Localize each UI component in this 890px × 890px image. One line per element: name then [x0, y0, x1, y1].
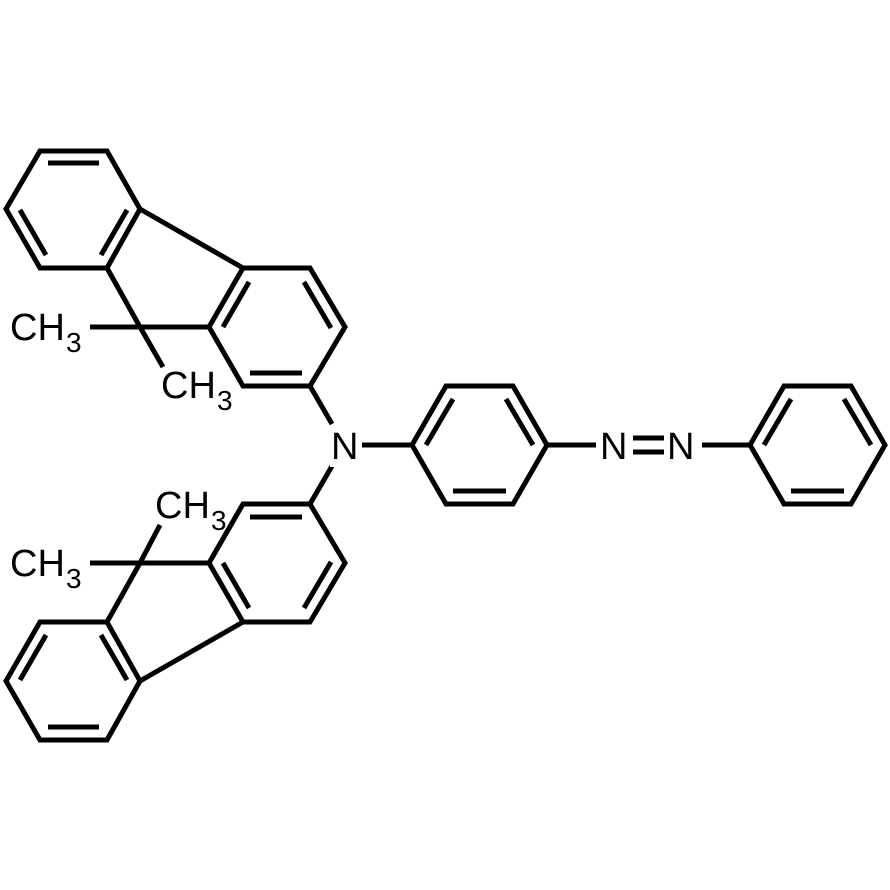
svg-text:CH: CH: [10, 543, 65, 585]
top-right-benzene-ring: [206, 265, 348, 389]
methyl-label-bottom-left: CH 3: [10, 543, 82, 594]
top-fluorene: [3, 148, 348, 389]
svg-text:3: 3: [211, 505, 227, 536]
svg-text:3: 3: [217, 385, 233, 416]
svg-text:CH: CH: [10, 307, 65, 349]
amine-nitrogen-label: N: [331, 426, 358, 468]
central-phenylene-ring: [409, 383, 550, 507]
svg-text:CH: CH: [155, 485, 210, 527]
svg-text:CH: CH: [161, 365, 216, 407]
bottom-left-benzene-ring: [3, 619, 143, 743]
methyl-label-top-lower: CH 3: [161, 365, 233, 416]
bottom-right-benzene-ring: [206, 501, 348, 625]
methyl-label-top-left: CH 3: [10, 307, 82, 358]
methyl-label-bottom-upper: CH 3: [155, 485, 227, 536]
bottom-fluorene: [3, 501, 348, 743]
terminal-phenyl-ring: [747, 383, 888, 507]
top-left-benzene-ring: [3, 148, 143, 271]
svg-text:3: 3: [66, 563, 82, 594]
azo-nitrogen-1-label: N: [600, 426, 627, 468]
azo-nitrogen-2-label: N: [667, 426, 694, 468]
svg-text:3: 3: [66, 327, 82, 358]
